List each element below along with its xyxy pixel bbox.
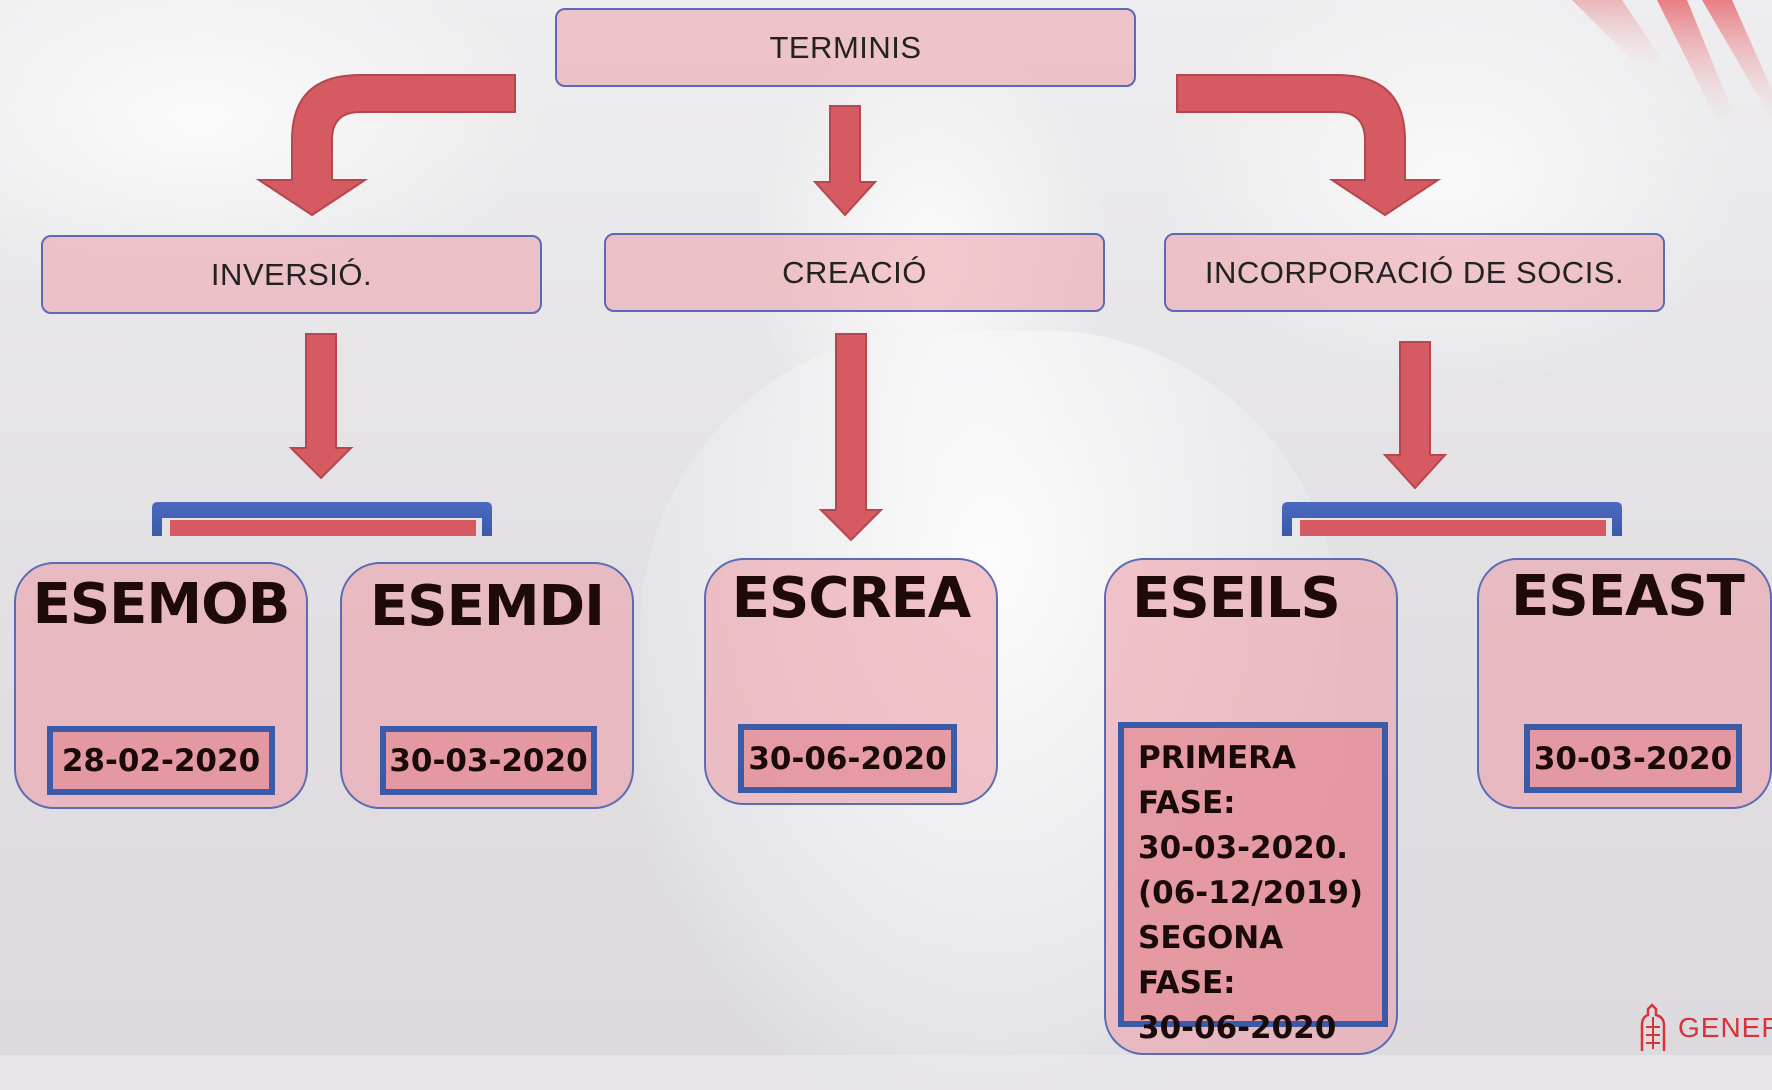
category-incorporacio: INCORPORACIÓ DE SOCIS. <box>1164 233 1665 312</box>
bracket-right <box>1282 502 1622 536</box>
decorative-stripes <box>1572 0 1772 120</box>
program-code-esemdi: ESEMDI <box>370 574 605 639</box>
program-deadline-esemob: 28-02-2020 <box>47 726 275 795</box>
program-card-esemob: ESEMOB 28-02-2020 <box>14 562 308 809</box>
eseils-deadline-line-1: PRIMERA <box>1138 740 1297 776</box>
program-deadline-eseast: 30-03-2020 <box>1524 724 1742 793</box>
bracket-left <box>152 502 492 536</box>
eseils-deadline-line-4: (06-12/2019) <box>1138 875 1364 911</box>
program-card-eseils: ESEILS PRIMERA FASE: 30-03-2020. (06-12/… <box>1104 558 1398 1055</box>
category-inversio-label: INVERSIÓ. <box>210 256 373 292</box>
crest-icon <box>1640 1003 1666 1051</box>
category-incorporacio-label: INCORPORACIÓ DE SOCIS. <box>1204 254 1625 290</box>
generalitat-logo: GENER <box>1636 1003 1772 1053</box>
eseils-deadline-line-2: FASE: <box>1138 785 1236 821</box>
program-code-eseast: ESEAST <box>1511 564 1745 629</box>
eseils-deadline-line-3: 30-03-2020. <box>1138 830 1349 866</box>
category-inversio: INVERSIÓ. <box>41 235 542 314</box>
arrow-down-inversio <box>288 333 354 480</box>
program-code-eseils: ESEILS <box>1132 566 1341 631</box>
arrow-down-incorporacio <box>1382 341 1448 490</box>
logo-text: GENER <box>1678 1012 1772 1043</box>
program-deadline-eseils: PRIMERA FASE: 30-03-2020. (06-12/2019) S… <box>1118 722 1388 1046</box>
program-deadline-esemdi: 30-03-2020 <box>380 726 597 795</box>
program-code-escrea: ESCREA <box>731 566 971 631</box>
curved-arrow-left <box>255 74 516 217</box>
arrow-down-creacio <box>818 333 884 542</box>
category-creacio-label: CREACIÓ <box>782 254 927 290</box>
program-card-eseast: ESEAST 30-03-2020 <box>1477 558 1772 809</box>
eseils-deadline-line-5: SEGONA FASE: <box>1138 920 1284 1001</box>
program-card-esemdi: ESEMDI 30-03-2020 <box>340 562 634 809</box>
terminis-box: TERMINIS <box>555 8 1136 87</box>
category-creacio: CREACIÓ <box>604 233 1105 312</box>
program-deadline-escrea: 30-06-2020 <box>738 724 957 793</box>
connector-layer <box>152 74 1622 542</box>
terminis-label: TERMINIS <box>769 29 922 65</box>
eseils-deadline-line-6: 30-06-2020 <box>1138 1010 1337 1046</box>
program-card-escrea: ESCREA 30-06-2020 <box>704 558 998 805</box>
arrow-down-center-top <box>812 105 878 217</box>
curved-arrow-right <box>1176 74 1442 217</box>
program-code-esemob: ESEMOB <box>32 572 291 637</box>
